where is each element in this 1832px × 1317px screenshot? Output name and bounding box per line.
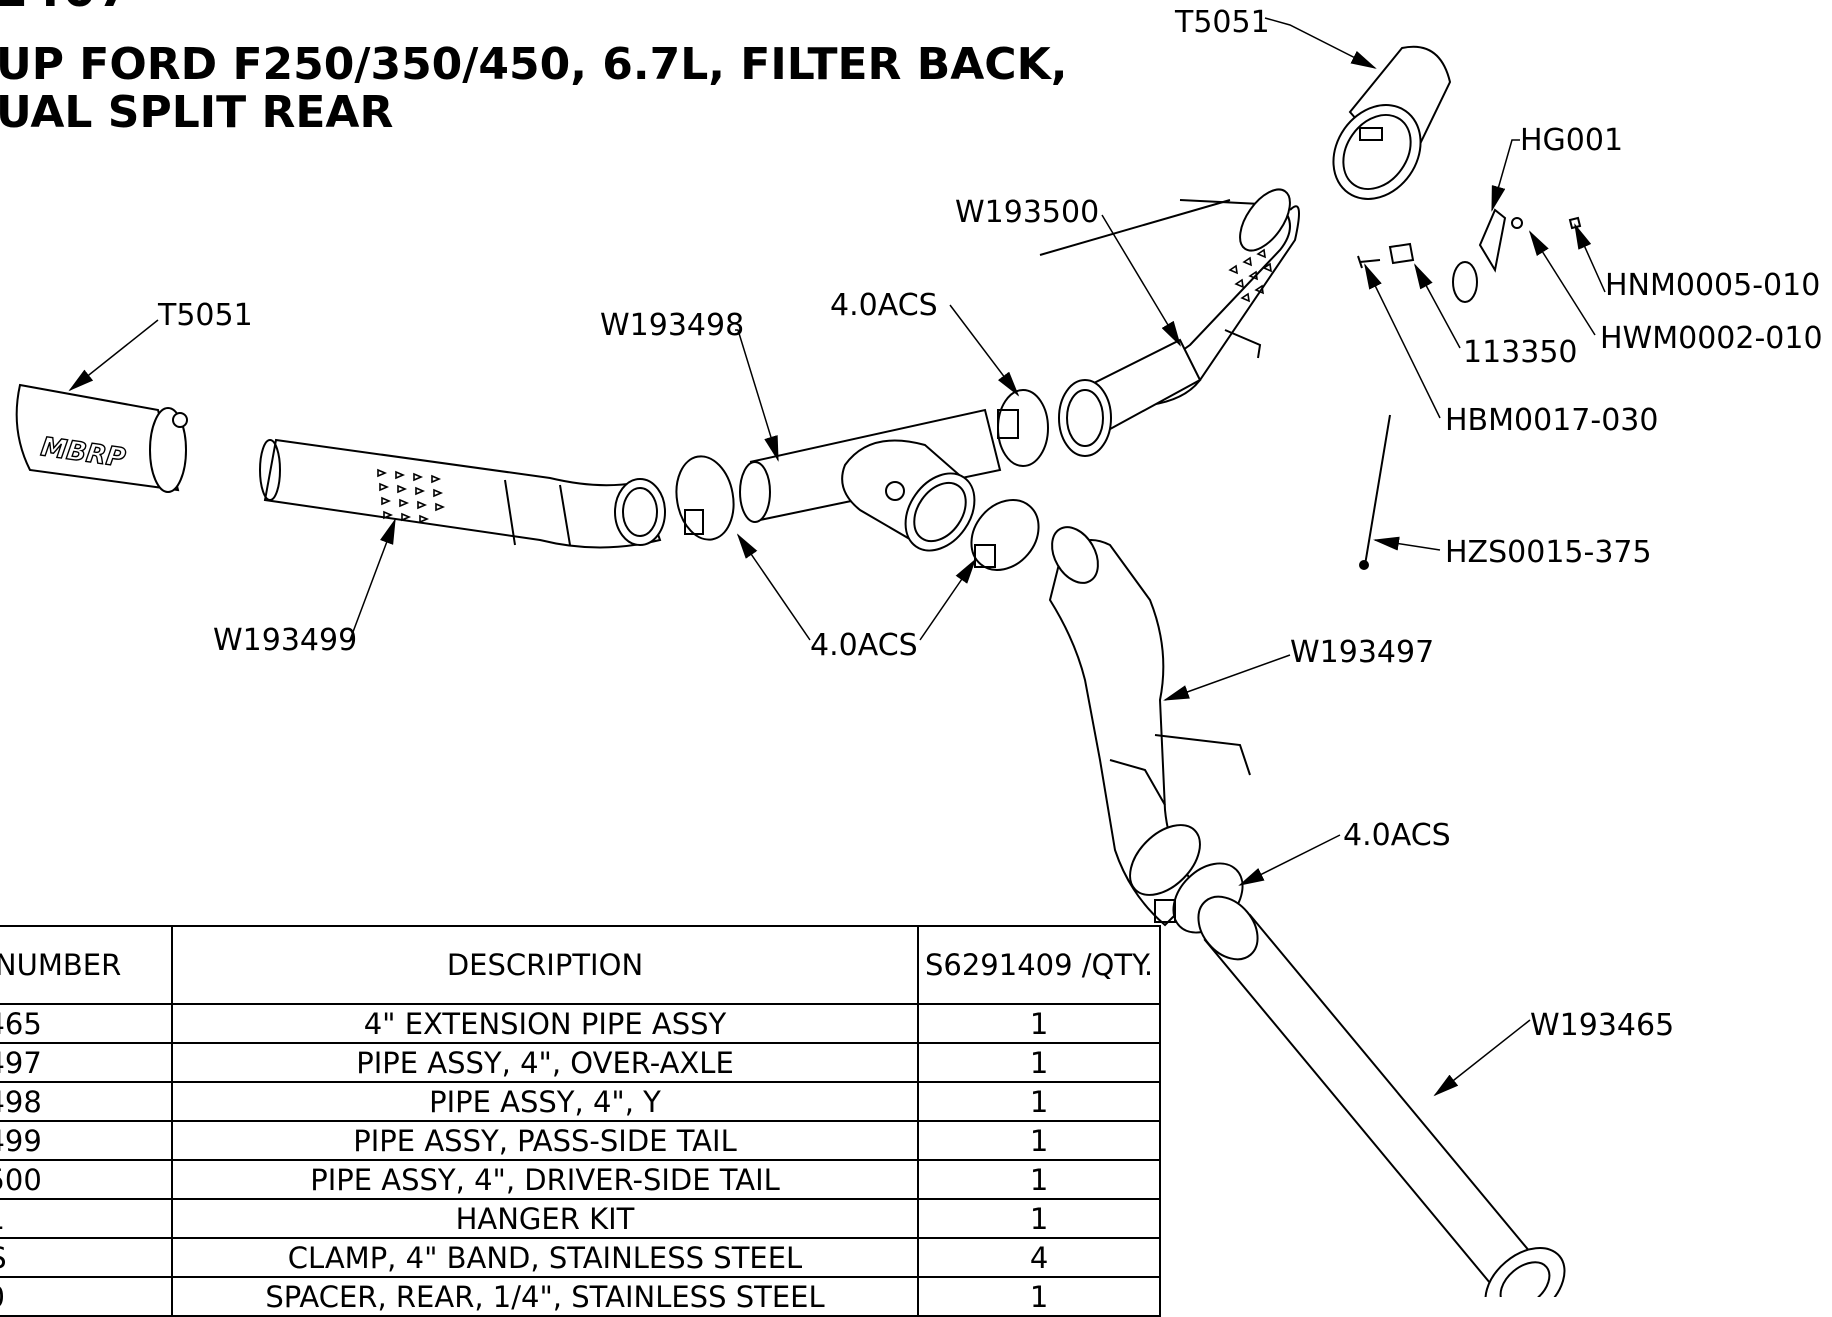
tip-driver-side	[1332, 45, 1452, 200]
label-w193500: W193500	[955, 195, 1099, 230]
washer-hwm0002	[1511, 217, 1523, 229]
cell-qty: 1	[916, 1042, 1162, 1083]
pipe-pass-side-tail	[259, 438, 666, 549]
clamp-2	[675, 455, 735, 541]
cell-part: 3497	[0, 1042, 173, 1083]
header-part-number: T NUMBER	[0, 925, 173, 1005]
bill-of-materials-table: T NUMBER DESCRIPTION S6291409 /QTY. 3465…	[0, 925, 1162, 1317]
table-header-row: T NUMBER DESCRIPTION S6291409 /QTY.	[0, 925, 1162, 1005]
part-number-heading: 1407	[0, 0, 132, 18]
pipe-driver-side-tail	[1039, 188, 1300, 457]
cell-part: 01	[0, 1198, 173, 1239]
cell-qty: 1	[916, 1159, 1162, 1200]
clamp-1	[997, 389, 1049, 467]
spacer-113350	[1388, 242, 1415, 265]
cell-qty: 4	[916, 1237, 1162, 1278]
header-description: DESCRIPTION	[171, 925, 919, 1005]
cell-description: HANGER KIT	[171, 1198, 919, 1239]
table-row: 3465 4" EXTENSION PIPE ASSY 1	[0, 1003, 1162, 1044]
pipe-y	[739, 408, 1002, 552]
clamp-3	[970, 499, 1040, 571]
header-quantity: S6291409 /QTY.	[916, 925, 1162, 1005]
pipe-extension	[1197, 895, 1566, 1297]
hanger-hg001	[1452, 208, 1507, 303]
cell-part: 3499	[0, 1120, 173, 1161]
perforation-pattern	[377, 248, 1272, 524]
table-row: 01 HANGER KIT 1	[0, 1198, 1162, 1239]
cell-description: PIPE ASSY, 4", DRIVER-SIDE TAIL	[171, 1159, 919, 1200]
table-row: 3498 PIPE ASSY, 4", Y 1	[0, 1081, 1162, 1122]
cell-description: CLAMP, 4" BAND, STAINLESS STEEL	[171, 1237, 919, 1278]
label-w193465: W193465	[1530, 1008, 1674, 1043]
pipe-over-axle	[1048, 526, 1251, 927]
cell-description: PIPE ASSY, 4", Y	[171, 1081, 919, 1122]
bolt-hbm0017	[1357, 255, 1381, 269]
label-4-0acs-lower: 4.0ACS	[1343, 818, 1451, 853]
cell-description: PIPE ASSY, 4", OVER-AXLE	[171, 1042, 919, 1083]
table-row: 3500 PIPE ASSY, 4", DRIVER-SIDE TAIL 1	[0, 1159, 1162, 1200]
label-w193499: W193499	[213, 623, 357, 658]
label-t5051-top: T5051	[1174, 5, 1270, 40]
label-hzs0015-375: HZS0015-375	[1445, 535, 1652, 570]
label-hbm0017-030: HBM0017-030	[1445, 403, 1658, 438]
label-4-0acs-middle: 4.0ACS	[810, 628, 918, 663]
label-113350: 113350	[1463, 335, 1578, 370]
cell-part: CS	[0, 1237, 173, 1278]
cell-qty: 1	[916, 1003, 1162, 1044]
callout-labels: T5051 HG001 W193500 HNM0005-010 HWM0002-…	[157, 5, 1823, 1043]
table-row: CS CLAMP, 4" BAND, STAINLESS STEEL 4	[0, 1237, 1162, 1278]
label-w193497: W193497	[1290, 635, 1434, 670]
table-row: 3499 PIPE ASSY, PASS-SIDE TAIL 1	[0, 1120, 1162, 1161]
title-line-2: UAL SPLIT REAR	[0, 87, 394, 138]
label-t5051-left: T5051	[157, 298, 253, 333]
zip-tie-hzs0015	[1364, 414, 1391, 566]
label-hg001: HG001	[1520, 123, 1623, 158]
title-line-1: UP FORD F250/350/450, 6.7L, FILTER BACK,	[0, 39, 1068, 90]
cell-part: 3465	[0, 1003, 173, 1044]
label-w193498: W193498	[600, 308, 744, 343]
label-hwm0002-010: HWM0002-010	[1600, 321, 1823, 356]
table-row: 3497 PIPE ASSY, 4", OVER-AXLE 1	[0, 1042, 1162, 1083]
label-hnm0005-010: HNM0005-010	[1605, 268, 1820, 303]
cell-qty: 1	[916, 1198, 1162, 1239]
tip-pass-side	[15, 383, 188, 493]
cell-part: 3498	[0, 1081, 173, 1122]
cell-qty: 1	[916, 1120, 1162, 1161]
cell-qty: 1	[916, 1081, 1162, 1122]
cell-description: PIPE ASSY, PASS-SIDE TAIL	[171, 1120, 919, 1161]
cell-description: 4" EXTENSION PIPE ASSY	[171, 1003, 919, 1044]
label-4-0acs-top: 4.0ACS	[830, 288, 938, 323]
cell-part: 3500	[0, 1159, 173, 1200]
